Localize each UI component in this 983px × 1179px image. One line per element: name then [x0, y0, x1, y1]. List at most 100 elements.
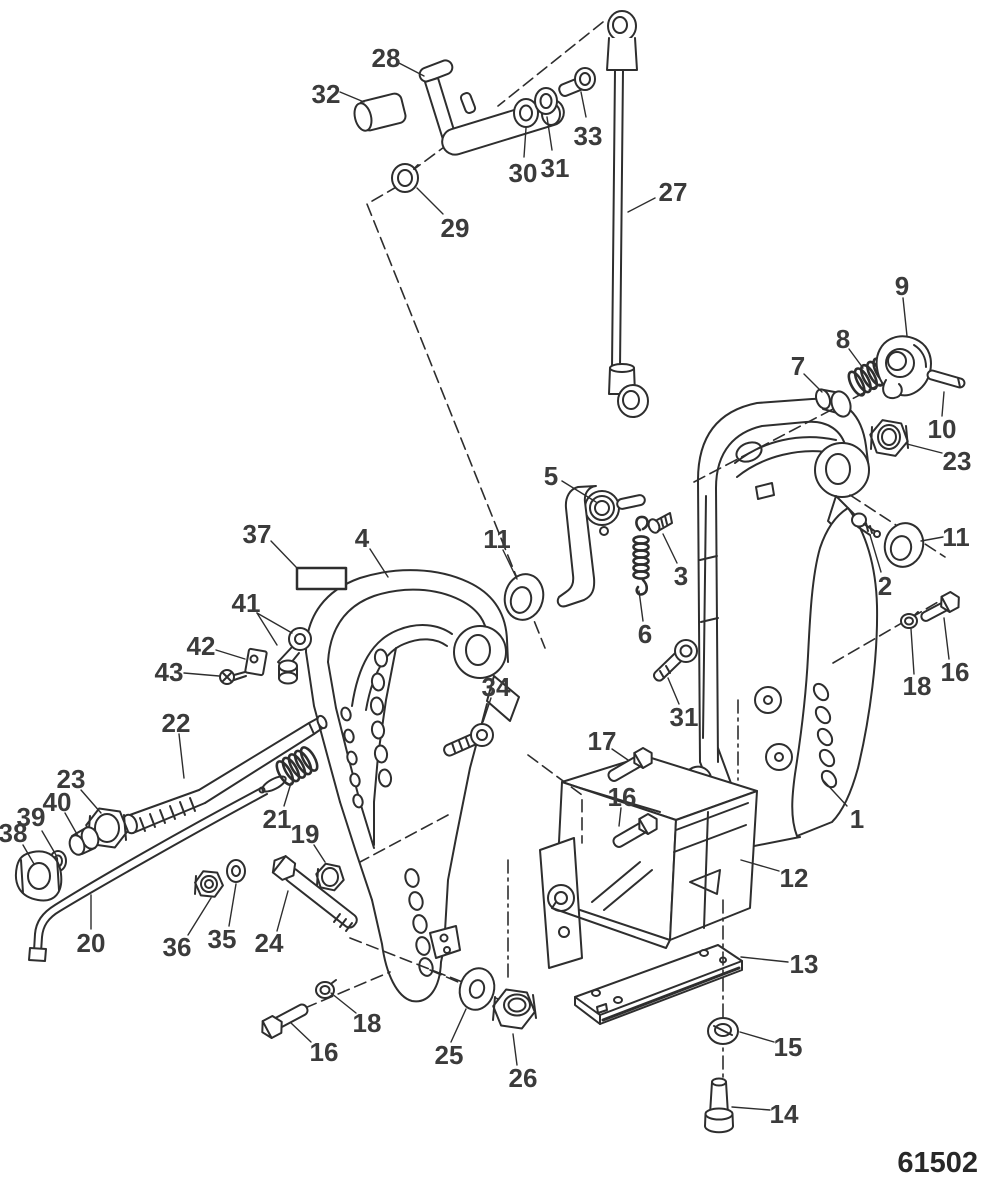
callout-38: 38: [0, 818, 27, 848]
leader-line-23: [906, 443, 943, 454]
leader-line-13: [740, 956, 789, 963]
leader-line-36: [187, 897, 212, 936]
leader-line-17: [611, 748, 629, 761]
part-18-washer-bottom: [315, 979, 337, 999]
callout-31: 31: [541, 153, 570, 183]
callout-16: 16: [608, 782, 637, 812]
leader-line-16: [290, 1022, 312, 1043]
callout-36: 36: [163, 932, 192, 962]
leader-line-4: [369, 548, 389, 578]
part-32-cap: [353, 92, 407, 132]
leader-line-35: [228, 883, 237, 927]
leader-line-28: [396, 61, 425, 77]
part-43-screw: [219, 669, 247, 685]
callout-18: 18: [903, 671, 932, 701]
callout-37: 37: [243, 519, 272, 549]
leader-line-34: [482, 697, 492, 723]
part-34-bolt: [443, 723, 494, 757]
part-25-washer: [458, 967, 496, 1011]
leader-line-5: [561, 480, 597, 503]
callout-4: 4: [355, 523, 370, 553]
leader-line-18: [330, 992, 357, 1014]
leader-line-16: [618, 807, 622, 827]
part-29-washer: [391, 163, 419, 193]
callout-11: 11: [483, 524, 511, 554]
leader-line-39: [41, 830, 57, 856]
leader-line-11: [502, 549, 518, 580]
leader-line-41: [256, 612, 293, 634]
callout-23: 23: [943, 446, 972, 476]
callout-30: 30: [509, 158, 538, 188]
leader-line-16: [943, 617, 950, 660]
callout-34: 34: [482, 672, 511, 702]
part-17-bolt: [607, 744, 657, 782]
leader-line-2: [869, 534, 882, 573]
callout-9: 9: [895, 271, 909, 301]
leader-line-38: [22, 844, 35, 865]
leader-line-25: [450, 1008, 467, 1043]
callout-16: 16: [310, 1037, 339, 1067]
callout-10: 10: [928, 414, 957, 444]
callout-5: 5: [544, 461, 558, 491]
part-20-tilt-lock-rod: [28, 775, 287, 962]
part-16-bolt-right: [920, 588, 964, 622]
callout-40: 40: [43, 787, 72, 817]
callout-24: 24: [255, 928, 284, 958]
part-38-knob: [15, 850, 63, 902]
callout-21: 21: [263, 804, 292, 834]
leader-line-24: [276, 890, 289, 932]
part-23-nut-right: [866, 417, 912, 459]
leader-line-12: [740, 859, 780, 872]
part-42-retainer-plate: [244, 647, 268, 677]
part-15-washer: [707, 1017, 739, 1045]
leader-line-3: [662, 533, 678, 564]
part-6-spring: [632, 515, 650, 596]
part-2-grease-fitting: [851, 512, 881, 538]
part-41-clamp: [277, 627, 312, 685]
callout-17: 17: [588, 726, 617, 756]
part-18-washer-right: [900, 611, 919, 629]
part-11-washer-right: [883, 522, 925, 568]
part-33-screw: [558, 67, 596, 97]
callout-42: 42: [187, 631, 216, 661]
leader-line-37: [270, 540, 297, 568]
part-16-bolt-bottom: [256, 1003, 309, 1042]
callout-8: 8: [836, 324, 850, 354]
part-10-pin: [926, 369, 966, 389]
callout-15: 15: [774, 1032, 803, 1062]
callout-23: 23: [57, 764, 86, 794]
leader-line-42: [215, 649, 246, 660]
callout-3: 3: [674, 561, 688, 591]
leader-line-31: [546, 116, 553, 151]
part-19-nut: [312, 861, 348, 893]
callout-25: 25: [435, 1040, 464, 1070]
leader-line-19: [313, 844, 326, 863]
callout-14: 14: [770, 1099, 799, 1129]
part-31-washer-top: [534, 87, 558, 115]
leader-line-8: [848, 348, 864, 369]
leader-line-14: [731, 1106, 771, 1111]
leader-line-11: [920, 536, 944, 542]
part-37-decal: [295, 566, 348, 591]
callout-18: 18: [353, 1008, 382, 1038]
part-16-bolt-mid: [612, 810, 662, 848]
callout-11: 11: [942, 522, 970, 552]
leader-line-32: [339, 91, 365, 103]
leader-line-22: [178, 733, 185, 779]
leader-line-29: [416, 187, 444, 215]
leader-line-10: [941, 391, 945, 417]
part-13-anode-plate: [574, 944, 743, 1025]
leader-line-33: [580, 91, 587, 118]
leader-line-41: [256, 612, 278, 646]
part-14-bolt: [704, 1077, 734, 1134]
callout-29: 29: [441, 213, 470, 243]
leader-line-43: [183, 672, 220, 677]
part-7-bushing: [814, 388, 852, 418]
leader-line-40: [64, 812, 79, 837]
leader-line-31: [667, 677, 680, 705]
callout-12: 12: [780, 863, 809, 893]
part-9-tilt-stop-cam: [875, 335, 932, 400]
